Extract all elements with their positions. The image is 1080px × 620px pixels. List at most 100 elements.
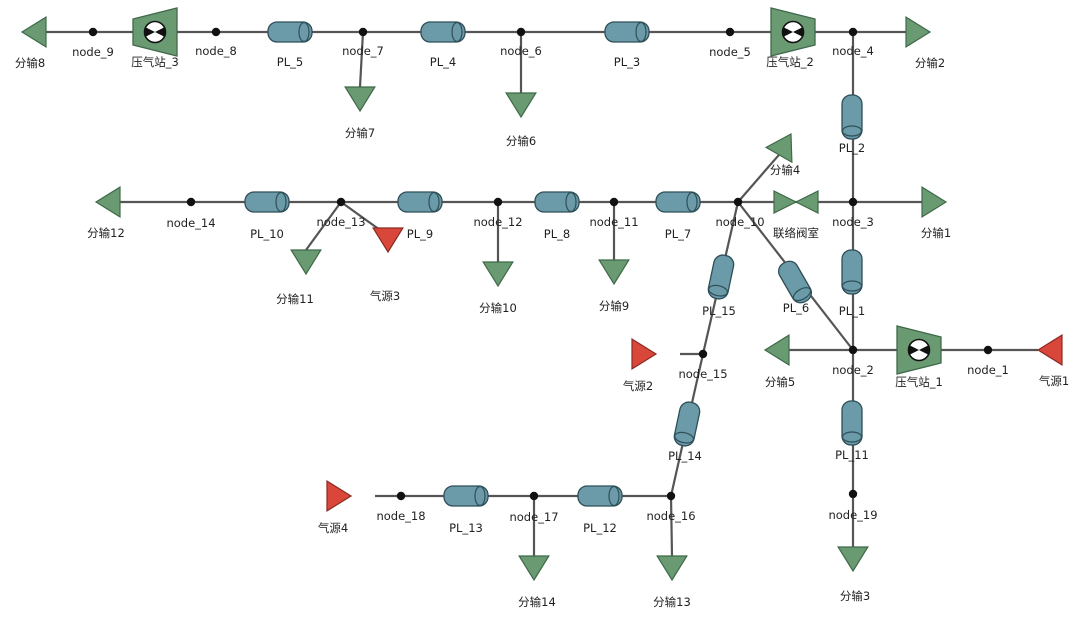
sink-triangle-icon[interactable] [905, 16, 932, 48]
pipe-PL_1[interactable] [841, 249, 863, 295]
node-label: node_19 [828, 508, 877, 522]
nodes-layer [88, 27, 993, 501]
junction-node-node_8[interactable] [211, 27, 221, 37]
junction-node-node_3[interactable] [848, 197, 858, 207]
pipe-PL_12[interactable] [577, 485, 623, 507]
pipe-PL_5[interactable] [267, 21, 313, 43]
pipe-PL_4[interactable] [420, 21, 466, 43]
sink-triangle-icon[interactable] [482, 261, 514, 288]
source-triangle-icon[interactable] [372, 227, 404, 254]
junction-node-node_9[interactable] [88, 27, 98, 37]
source-line-s3 [340, 201, 381, 231]
junction-node-node_5[interactable] [725, 27, 735, 37]
pipe-PL_15[interactable] [707, 253, 736, 300]
source-triangle-icon[interactable] [1036, 334, 1063, 366]
valve-v1[interactable] [773, 190, 819, 214]
sink-label: 分输9 [599, 299, 629, 313]
pipe-PL_10[interactable] [244, 191, 290, 213]
junction-node-node_14[interactable] [186, 197, 196, 207]
junction-node-node_17[interactable] [529, 491, 539, 501]
pipe-label: PL_13 [449, 521, 483, 535]
pipe-label: PL_1 [839, 304, 865, 318]
source-label: 气源2 [623, 379, 653, 393]
junction-node-node_10[interactable] [733, 197, 743, 207]
node-label: node_6 [500, 44, 542, 58]
pipe-label: PL_3 [614, 55, 640, 69]
node-label: node_14 [166, 216, 215, 230]
node-label: node_18 [376, 509, 425, 523]
pipe-PL_2[interactable] [841, 94, 863, 140]
pipe-label: PL_8 [544, 227, 570, 241]
sink-line-d11 [305, 201, 342, 251]
junction-node-node_11[interactable] [609, 197, 619, 207]
node-label: node_13 [316, 215, 365, 229]
pipe-PL_7[interactable] [655, 191, 701, 213]
junction-node-node_6[interactable] [516, 27, 526, 37]
sink-label: 分输10 [479, 301, 517, 315]
junction-node-node_1[interactable] [983, 345, 993, 355]
sink-triangle-icon[interactable] [290, 249, 322, 276]
node-label: node_15 [678, 367, 727, 381]
sink-line-d4 [737, 154, 780, 203]
compressor-station-cs3[interactable] [132, 7, 178, 57]
compressor-station-cs1[interactable] [896, 325, 942, 375]
sink-label: 分输14 [518, 595, 556, 609]
pipe-label: PL_12 [583, 521, 617, 535]
pipe-PL_11[interactable] [841, 400, 863, 446]
sink-triangle-icon[interactable] [344, 86, 376, 113]
junction-node-node_18[interactable] [396, 491, 406, 501]
source-triangle-icon[interactable] [631, 338, 658, 370]
pipe-PL_13[interactable] [443, 485, 489, 507]
sink-triangle-icon[interactable] [518, 555, 550, 582]
junction-node-node_19[interactable] [848, 489, 858, 499]
sink-label: 分输4 [770, 163, 800, 177]
sink-triangle-icon[interactable] [764, 127, 804, 164]
pipe-label: PL_14 [668, 449, 702, 463]
pipe-label: PL_11 [835, 448, 869, 462]
sink-line-d13 [669, 495, 674, 557]
sink-label: 分输13 [653, 595, 691, 609]
sink-label: 分输1 [921, 226, 951, 240]
pipe-PL_3[interactable] [604, 21, 650, 43]
junction-node-node_15[interactable] [698, 349, 708, 359]
pipe-label: PL_5 [277, 55, 303, 69]
valve-label: 联络阀室 [773, 226, 819, 240]
sink-triangle-icon[interactable] [598, 259, 630, 286]
sink-line-d7 [358, 31, 365, 88]
sink-triangle-icon[interactable] [921, 186, 948, 218]
junction-node-node_13[interactable] [336, 197, 346, 207]
pipe-PL_14[interactable] [673, 400, 702, 447]
sink-triangle-icon[interactable] [94, 186, 121, 218]
pipe-label: PL_6 [783, 301, 809, 315]
junction-node-node_2[interactable] [848, 345, 858, 355]
node-label: node_1 [967, 363, 1009, 377]
node-label: node_8 [195, 44, 237, 58]
pipe-label: PL_10 [250, 227, 284, 241]
junction-node-node_16[interactable] [666, 491, 676, 501]
junction-node-node_4[interactable] [848, 27, 858, 37]
sink-triangle-icon[interactable] [505, 92, 537, 119]
sink-label: 分输6 [506, 134, 536, 148]
sink-triangle-icon[interactable] [20, 16, 47, 48]
pipe-label: PL_2 [839, 141, 865, 155]
pipe-PL_9[interactable] [397, 191, 443, 213]
pipe-PL_6[interactable] [775, 258, 814, 306]
pipe-PL_8[interactable] [534, 191, 580, 213]
sink-label: 分输5 [765, 375, 795, 389]
node-label: node_7 [342, 44, 384, 58]
sink-triangle-icon[interactable] [763, 334, 790, 366]
sink-label: 分输12 [87, 226, 125, 240]
sink-triangle-icon[interactable] [656, 555, 688, 582]
node-label: node_16 [646, 509, 695, 523]
sink-triangle-icon[interactable] [837, 546, 869, 573]
source-triangle-icon[interactable] [326, 480, 353, 512]
source-label: 气源1 [1039, 374, 1069, 388]
junction-node-node_7[interactable] [358, 27, 368, 37]
sink-label: 分输8 [15, 56, 45, 70]
sink-label: 分输2 [915, 56, 945, 70]
junction-node-node_12[interactable] [493, 197, 503, 207]
compressor-station-cs2[interactable] [770, 7, 816, 57]
sink-label: 分输11 [276, 292, 314, 306]
sink-label: 分输7 [345, 126, 375, 140]
pipe-label: PL_4 [430, 55, 456, 69]
